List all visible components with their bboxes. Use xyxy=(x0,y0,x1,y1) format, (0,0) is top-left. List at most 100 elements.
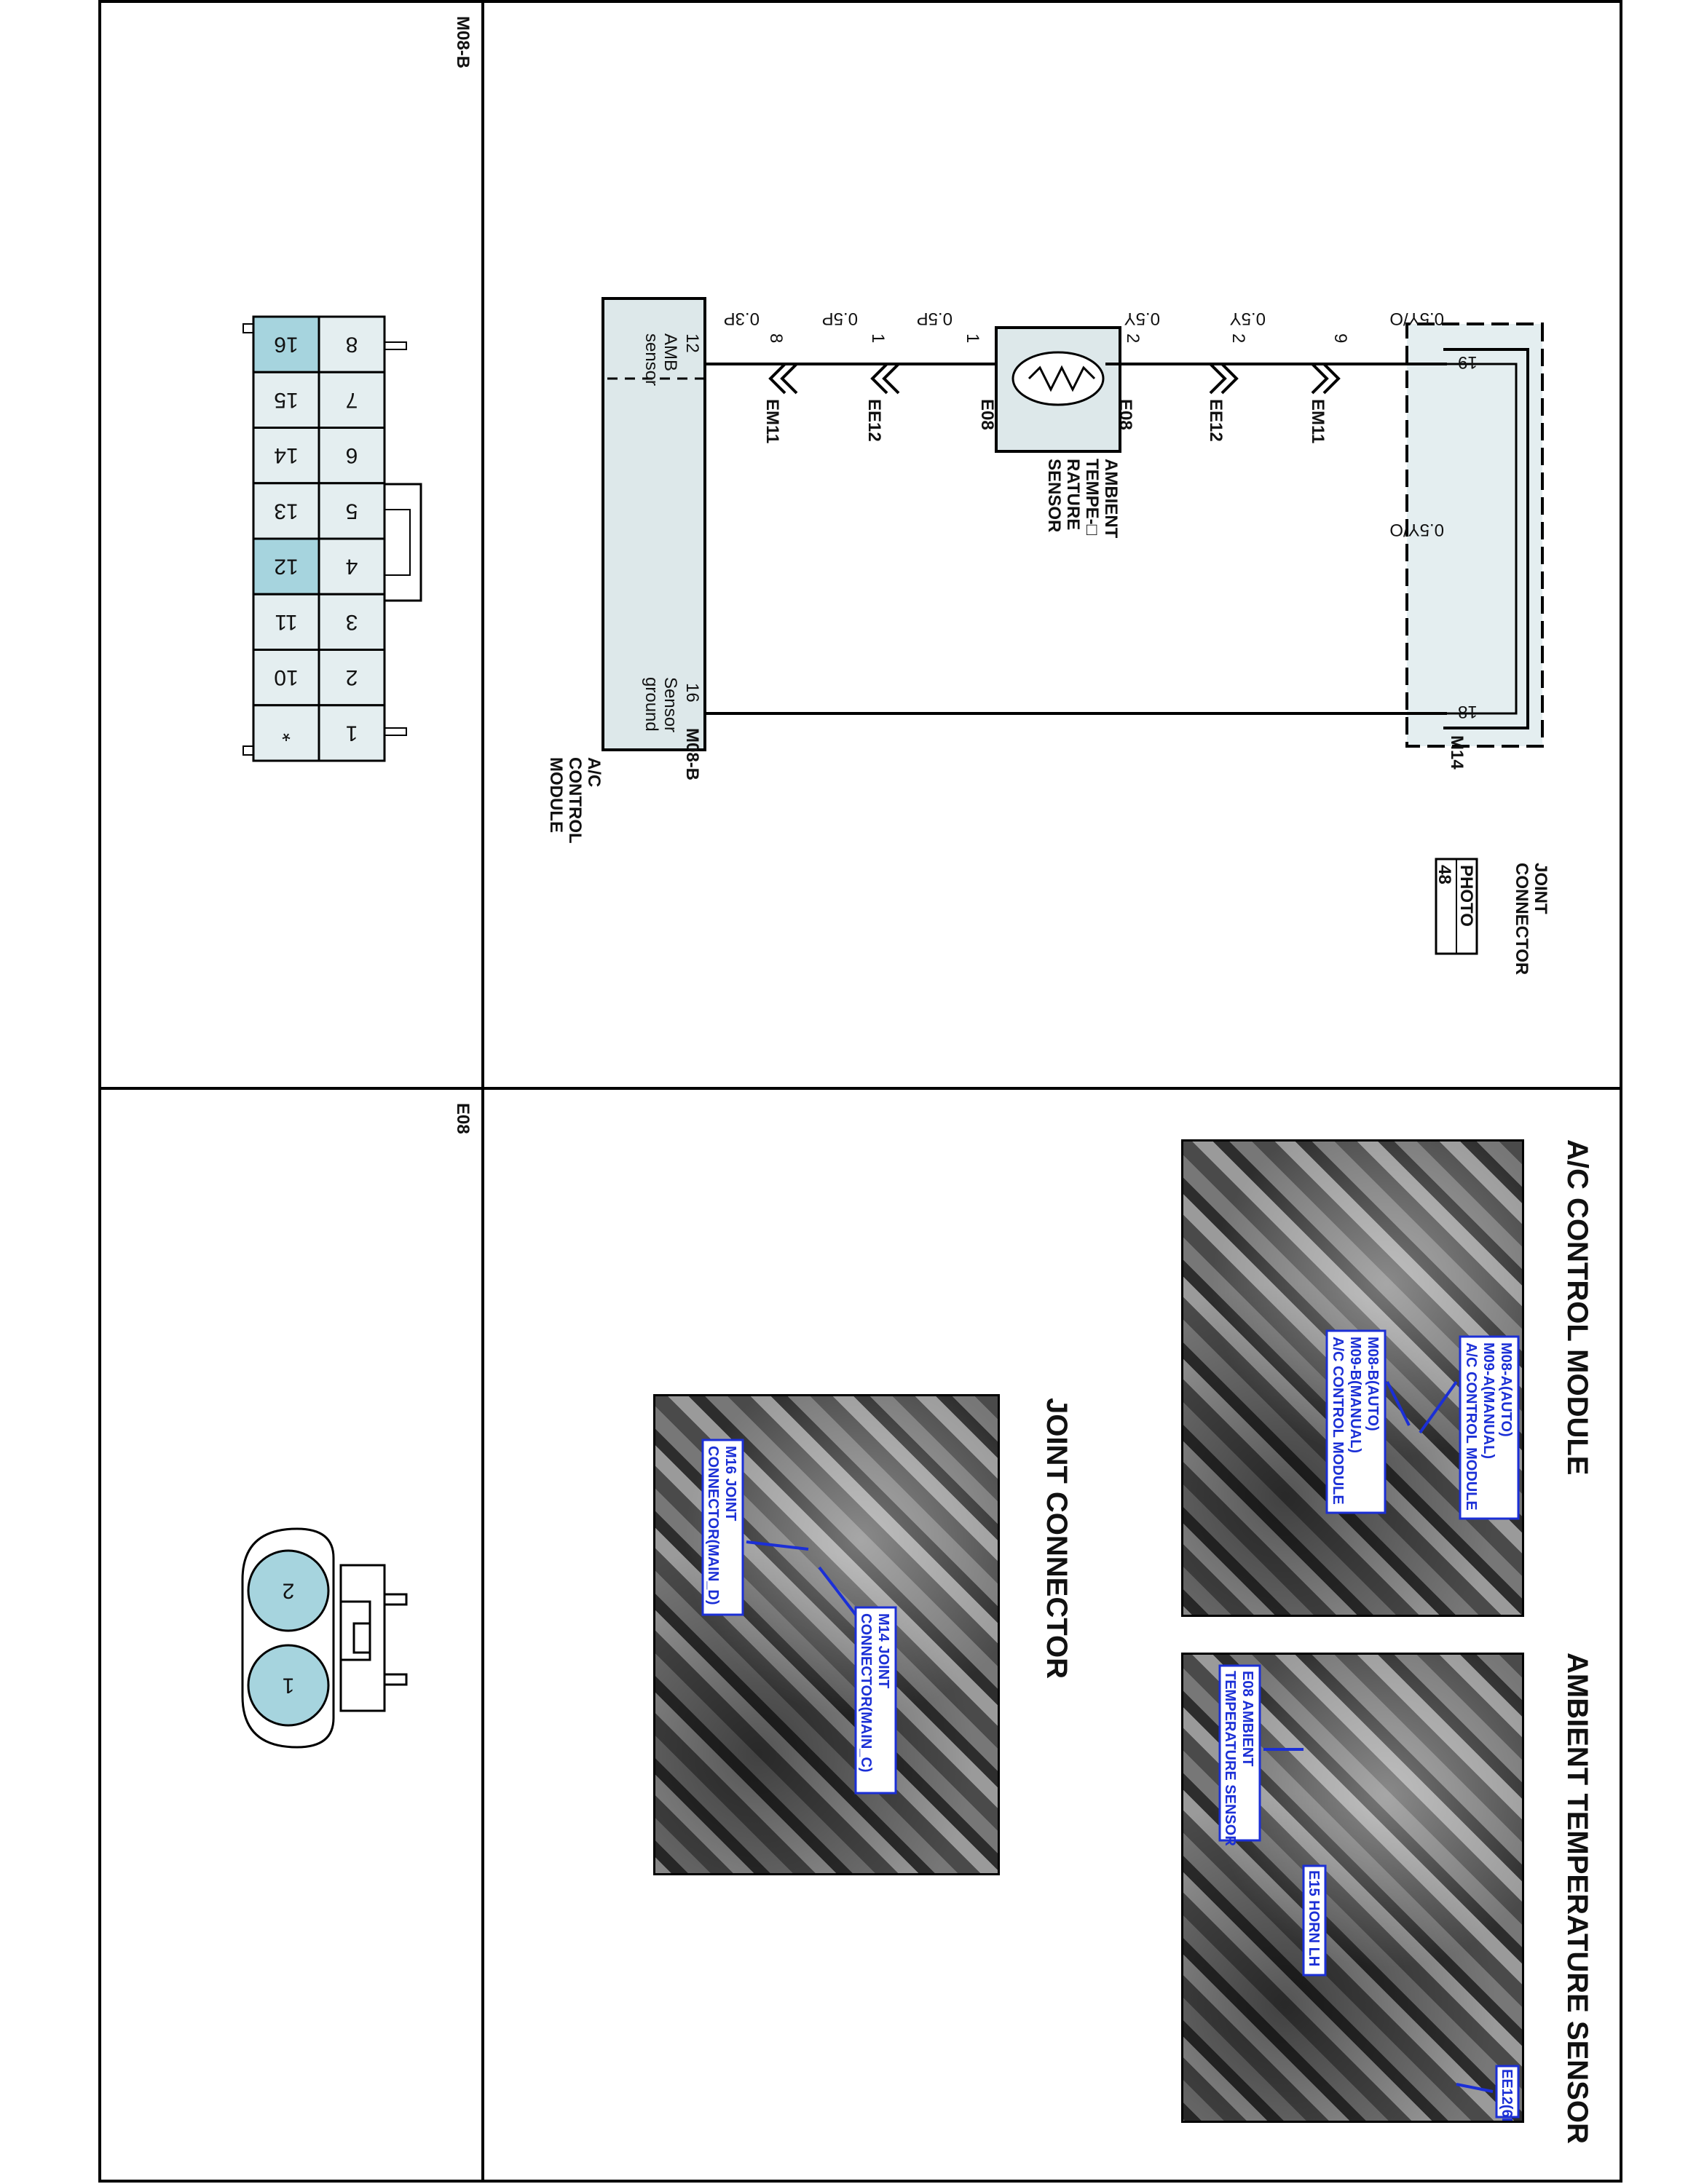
amb-callout1-line1: E08 AMBIENT xyxy=(1239,1671,1255,1767)
e08-pin-label-1: 1 xyxy=(283,1674,295,1698)
sheet-frame xyxy=(98,0,1622,2183)
top-wire-color-2: 0.5Y xyxy=(1230,309,1266,328)
top-wire-color-3: 0.5Y xyxy=(1124,309,1160,328)
sensor-name-3: RATURE xyxy=(1063,459,1083,530)
photo-ref-number: 48 xyxy=(1435,865,1454,885)
e08-bottom-pin: 1 xyxy=(963,333,982,343)
m08b-pin-label-5: 5 xyxy=(346,499,358,523)
module-gnd-line2: ground xyxy=(642,677,661,732)
m08b-pin-label-7: 7 xyxy=(346,388,358,412)
ac-callout1-line3: A/C CONTROL MODULE xyxy=(1463,1342,1479,1511)
ac-module-photo: M08-A(AUTO) M09-A(MANUAL) A/C CONTROL MO… xyxy=(1181,1139,1524,1617)
photo-ref-label: PHOTO xyxy=(1456,865,1476,927)
em11-bottom-connector xyxy=(768,363,798,395)
jc-callout1-line1: M16 JOINT xyxy=(722,1446,738,1521)
module-name-1: A/C xyxy=(584,757,604,787)
amb-callout2: E15 HORN LH xyxy=(1306,1870,1322,1966)
bottom-wire-color-1: 0.5P xyxy=(917,309,953,328)
m08b-pin-label-16: 16 xyxy=(274,333,298,357)
ac-control-module-box xyxy=(602,297,706,751)
ground-wire-color: 0.5Y/O xyxy=(1389,520,1444,539)
e08-bottom-label: E08 xyxy=(977,399,997,430)
ac-callout2-line2: M09-B(MANUAL) xyxy=(1347,1337,1363,1453)
module-amb-line1: AMB xyxy=(660,333,680,371)
joint-pin-18: 18 xyxy=(1458,702,1478,721)
m08b-pin-label-14: 14 xyxy=(274,443,298,467)
e08-top-pin: 2 xyxy=(1123,333,1143,343)
ac-callout1-line2: M09-A(MANUAL) xyxy=(1480,1342,1496,1459)
m08b-pin-label-11: 11 xyxy=(275,610,297,634)
module-m08b-label: M08-B xyxy=(682,728,702,780)
module-pin-16: 16 xyxy=(682,683,702,703)
joint-m14-label: M14 xyxy=(1447,735,1467,769)
joint-connector-photo: M16 JOINT CONNECTOR(MAIN_D) M14 JOINT CO… xyxy=(653,1394,1000,1875)
e08-connector-label: E08 xyxy=(453,1103,473,1134)
module-name-3: MODULE xyxy=(546,757,566,833)
sensor-name-1: AMBIENT xyxy=(1101,459,1121,539)
ee12-top-connector xyxy=(1209,363,1239,395)
ac-callout2-line3: A/C CONTROL MODULE xyxy=(1330,1337,1346,1505)
joint-connector-box xyxy=(1405,323,1544,748)
em11-top-pin: 9 xyxy=(1330,333,1350,343)
sensor-name-2: TEMPE-□ xyxy=(1082,459,1102,536)
e08-pin-label-2: 2 xyxy=(283,1579,295,1603)
top-wire-color-1: 0.5Y/O xyxy=(1389,309,1444,328)
m08b-pin-label-3: 3 xyxy=(346,610,358,634)
amb-callout1-line2: TEMPERATURE SENSOR xyxy=(1222,1671,1238,1846)
sensor-name-4: SENSOR xyxy=(1044,459,1064,532)
ee12-top-pin: 2 xyxy=(1228,333,1248,343)
joint-bus-line xyxy=(1443,348,1529,729)
ee12-top-label: EE12 xyxy=(1206,399,1226,442)
ambient-sensor-callouts: E08 AMBIENT TEMPERATURE SENSOR E15 HORN … xyxy=(1218,1664,1520,2121)
ac-module-callouts: M08-A(AUTO) M09-A(MANUAL) A/C CONTROL MO… xyxy=(1325,1329,1520,1520)
thermistor-symbol xyxy=(1011,351,1105,406)
joint-connector-name-2: CONNECTOR xyxy=(1512,863,1531,975)
ac-module-photo-title: A/C CONTROL MODULE xyxy=(1561,1139,1593,1475)
bottom-wire-color-3: 0.3P xyxy=(724,309,760,328)
ambient-sensor-photo-title: AMBIENT TEMPERATURE SENSOR xyxy=(1561,1653,1593,2144)
bottom-wire-color-2: 0.5P xyxy=(822,309,858,328)
jc-callout1-line2: CONNECTOR(MAIN_D) xyxy=(705,1446,721,1605)
e08-pin-1 xyxy=(247,1644,330,1727)
module-amb-line2: sensor xyxy=(642,333,661,386)
ee12-bottom-label: EE12 xyxy=(864,399,884,442)
e08-pin-2 xyxy=(247,1549,330,1632)
ac-callout2-line1: M08-B(AUTO) xyxy=(1365,1337,1381,1431)
em11-bottom-label: EM11 xyxy=(762,399,782,443)
e08-pin-group: 21 xyxy=(247,1549,330,1727)
joint-connector-photo-title: JOINT CONNECTOR xyxy=(1041,1398,1073,1679)
em11-bottom-pin: 8 xyxy=(766,333,786,343)
m08b-pin-label-13: 13 xyxy=(274,499,298,523)
joint-connector-name-1: JOINT xyxy=(1531,863,1550,914)
m08b-pin-label-2: 2 xyxy=(346,665,358,689)
module-name-2: CONTROL xyxy=(565,757,585,844)
m08b-pin-label-8: 8 xyxy=(346,333,358,357)
joint-pin-19: 19 xyxy=(1458,352,1478,372)
m08b-pin-label-1: 1 xyxy=(346,721,358,745)
em11-top-label: EM11 xyxy=(1308,399,1328,443)
jc-callout2-line2: CONNECTOR(MAIN_C) xyxy=(858,1613,874,1773)
m08b-pin-label-12: 12 xyxy=(274,555,298,579)
m08b-pin-grid: 8 7 6 5 4 3 2 1 16 15 14 13 12 11 10 * xyxy=(252,315,386,762)
joint-connector-callouts: M16 JOINT CONNECTOR(MAIN_D) M14 JOINT CO… xyxy=(701,1439,897,1795)
amb-callout3: EE12(6P) xyxy=(1499,2069,1515,2121)
module-pin-12: 12 xyxy=(682,333,702,353)
ambient-sensor-photo: E08 AMBIENT TEMPERATURE SENSOR E15 HORN … xyxy=(1181,1653,1524,2123)
ee12-bottom-connector xyxy=(870,363,900,395)
wiring-diagram: JOINT CONNECTOR PHOTO 48 19 18 M14 0.5Y/… xyxy=(546,297,1550,975)
ee12-bottom-pin: 1 xyxy=(868,333,888,343)
ac-callout1-line1: M08-A(AUTO) xyxy=(1498,1342,1514,1437)
em11-top-connector xyxy=(1311,363,1341,395)
m08b-pin-label-15: 15 xyxy=(274,388,298,412)
m08b-pin-label-4: 4 xyxy=(346,555,358,579)
m08b-connector-label: M08-B xyxy=(453,16,473,68)
jc-callout2-line1: M14 JOINT xyxy=(875,1613,891,1688)
m08b-pin-label-6: 6 xyxy=(346,443,358,467)
m08b-pin-label-10: 10 xyxy=(274,665,298,689)
module-gnd-line1: Sensor xyxy=(660,677,680,732)
m08b-pin-cell-blank xyxy=(252,704,320,762)
m08b-pin-label-blank: * xyxy=(282,721,291,745)
